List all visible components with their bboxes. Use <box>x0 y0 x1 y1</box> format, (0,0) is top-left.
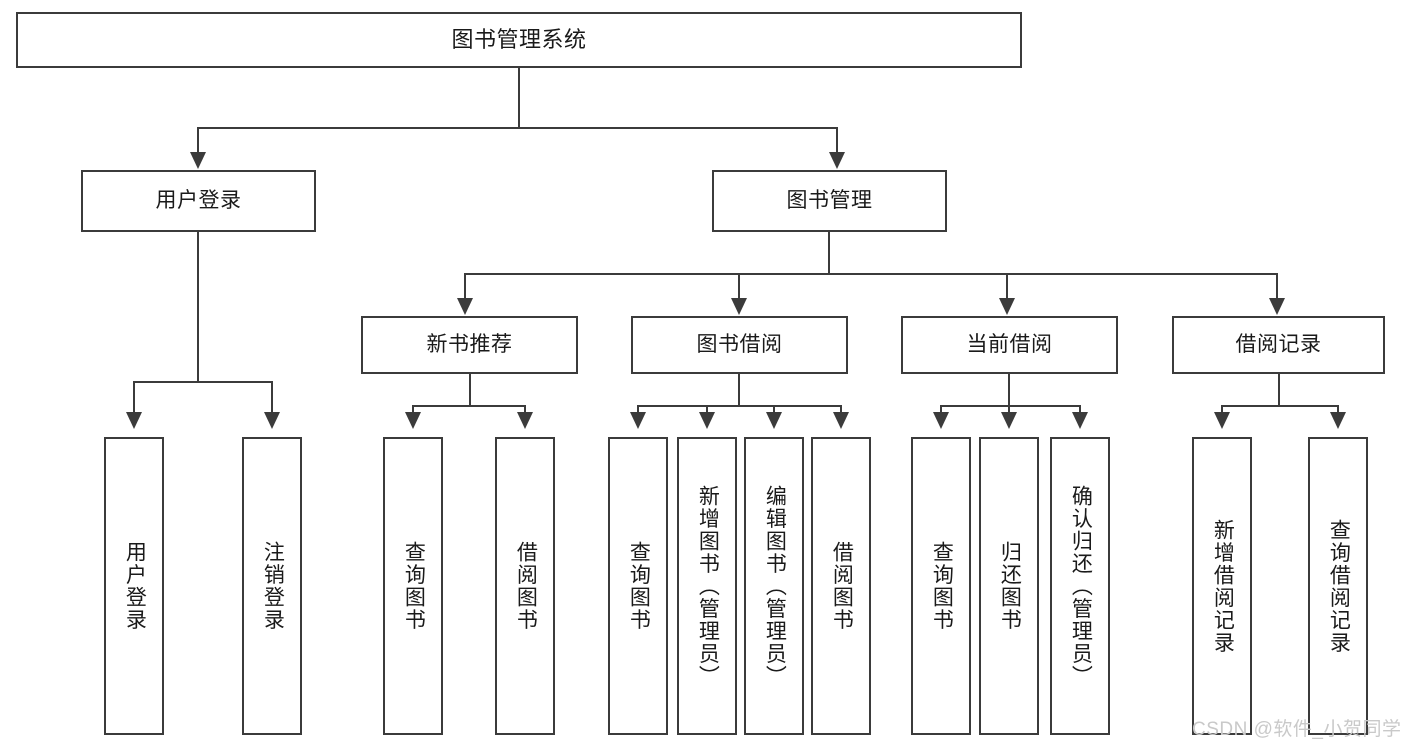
node-user-login[interactable]: 用户登录 <box>81 170 316 232</box>
connector-current-borrow-leaf-2 <box>1008 405 1010 413</box>
connector-root-bus <box>197 127 837 129</box>
connector-book-mgmt-to-current <box>1006 273 1008 299</box>
arrow-to-book-borrow <box>731 298 747 315</box>
node-label: 借阅记录 <box>1235 332 1322 356</box>
node-label: 新书推荐 <box>426 332 513 356</box>
connector-user-login-stem <box>197 232 199 382</box>
connector-borrow-record-leaf-2 <box>1337 405 1339 413</box>
node-label: 查询图书 <box>627 541 651 631</box>
arrow-book-borrow-leaf-2 <box>699 412 715 429</box>
leaf-logout[interactable]: 注销登录 <box>242 437 302 735</box>
connector-current-borrow-leaf-1 <box>940 405 942 413</box>
leaf-user-login[interactable]: 用户登录 <box>104 437 164 735</box>
arrow-current-borrow-leaf-1 <box>933 412 949 429</box>
connector-book-mgmt-to-borrow <box>738 273 740 299</box>
node-label: 图书借阅 <box>696 332 783 356</box>
leaf-confirm-return-admin[interactable]: 确认归还（管理员） <box>1050 437 1110 735</box>
connector-book-borrow-leaf-1 <box>637 405 639 413</box>
connector-borrow-record-stem <box>1278 374 1280 406</box>
arrow-new-book-leaf-2 <box>517 412 533 429</box>
leaf-query-borrow-record[interactable]: 查询借阅记录 <box>1308 437 1368 735</box>
connector-new-book-leaf-1 <box>412 405 414 413</box>
connector-book-mgmt-to-new-book <box>464 273 466 299</box>
leaf-add-borrow-record[interactable]: 新增借阅记录 <box>1192 437 1252 735</box>
node-label: 确认归还（管理员） <box>1069 484 1093 688</box>
leaf-add-book-admin[interactable]: 新增图书（管理员） <box>677 437 737 735</box>
arrow-root-to-book-mgmt <box>829 152 845 169</box>
node-book-management[interactable]: 图书管理 <box>712 170 947 232</box>
node-label: 当前借阅 <box>966 332 1053 356</box>
node-label: 图书管理 <box>786 188 873 212</box>
arrow-user-login-leaf-2 <box>264 412 280 429</box>
leaf-query-book-recommend[interactable]: 查询图书 <box>383 437 443 735</box>
connector-book-mgmt-to-record <box>1276 273 1278 299</box>
node-new-book-recommend[interactable]: 新书推荐 <box>361 316 578 374</box>
node-label: 注销登录 <box>261 541 285 631</box>
node-label: 编辑图书（管理员） <box>763 484 787 688</box>
connector-root-to-book-mgmt <box>836 127 838 153</box>
arrow-current-borrow-leaf-2 <box>1001 412 1017 429</box>
leaf-query-book-current[interactable]: 查询图书 <box>911 437 971 735</box>
connector-borrow-record-leaf-1 <box>1221 405 1223 413</box>
connector-current-borrow-bus <box>940 405 1081 407</box>
arrow-book-borrow-leaf-3 <box>766 412 782 429</box>
connector-borrow-record-bus <box>1221 405 1339 407</box>
node-label: 归还图书 <box>998 541 1022 631</box>
node-label: 查询图书 <box>930 541 954 631</box>
connector-user-login-leaf-1 <box>133 381 135 413</box>
arrow-borrow-record-leaf-1 <box>1214 412 1230 429</box>
arrow-to-borrow-record <box>1269 298 1285 315</box>
leaf-borrow-book-recommend[interactable]: 借阅图书 <box>495 437 555 735</box>
leaf-query-book-borrow[interactable]: 查询图书 <box>608 437 668 735</box>
arrow-current-borrow-leaf-3 <box>1072 412 1088 429</box>
node-label: 查询图书 <box>402 541 426 631</box>
connector-root-to-user-login <box>197 127 199 153</box>
connector-book-borrow-bus <box>637 405 842 407</box>
leaf-borrow-book[interactable]: 借阅图书 <box>811 437 871 735</box>
node-borrow-record[interactable]: 借阅记录 <box>1172 316 1385 374</box>
node-label: 新增借阅记录 <box>1211 518 1235 654</box>
connector-new-book-bus <box>412 405 526 407</box>
connector-root-stem <box>518 68 520 128</box>
node-root-library-management-system[interactable]: 图书管理系统 <box>16 12 1022 68</box>
connector-book-mgmt-stem <box>828 232 830 274</box>
node-book-borrow[interactable]: 图书借阅 <box>631 316 848 374</box>
connector-new-book-leaf-2 <box>524 405 526 413</box>
connector-current-borrow-leaf-3 <box>1079 405 1081 413</box>
node-label: 查询借阅记录 <box>1327 518 1351 654</box>
node-label: 借阅图书 <box>514 541 538 631</box>
arrow-book-borrow-leaf-4 <box>833 412 849 429</box>
arrow-user-login-leaf-1 <box>126 412 142 429</box>
connector-book-mgmt-bus <box>464 273 1278 275</box>
connector-book-borrow-leaf-4 <box>840 405 842 413</box>
arrow-root-to-user-login <box>190 152 206 169</box>
node-current-borrow[interactable]: 当前借阅 <box>901 316 1118 374</box>
node-label: 图书管理系统 <box>451 27 587 53</box>
node-label: 用户登录 <box>123 541 147 631</box>
connector-book-borrow-stem <box>738 374 740 406</box>
node-label: 新增图书（管理员） <box>696 484 720 688</box>
leaf-edit-book-admin[interactable]: 编辑图书（管理员） <box>744 437 804 735</box>
connector-book-borrow-leaf-3 <box>773 405 775 413</box>
connector-new-book-stem <box>469 374 471 406</box>
arrow-borrow-record-leaf-2 <box>1330 412 1346 429</box>
leaf-return-book[interactable]: 归还图书 <box>979 437 1039 735</box>
arrow-to-new-book-recommend <box>457 298 473 315</box>
arrow-to-current-borrow <box>999 298 1015 315</box>
connector-user-login-leaf-2 <box>271 381 273 413</box>
arrow-new-book-leaf-1 <box>405 412 421 429</box>
node-label: 借阅图书 <box>830 541 854 631</box>
connector-current-borrow-stem <box>1008 374 1010 406</box>
connector-user-login-bus <box>133 381 273 383</box>
node-label: 用户登录 <box>155 188 242 212</box>
connector-book-borrow-leaf-2 <box>706 405 708 413</box>
arrow-book-borrow-leaf-1 <box>630 412 646 429</box>
